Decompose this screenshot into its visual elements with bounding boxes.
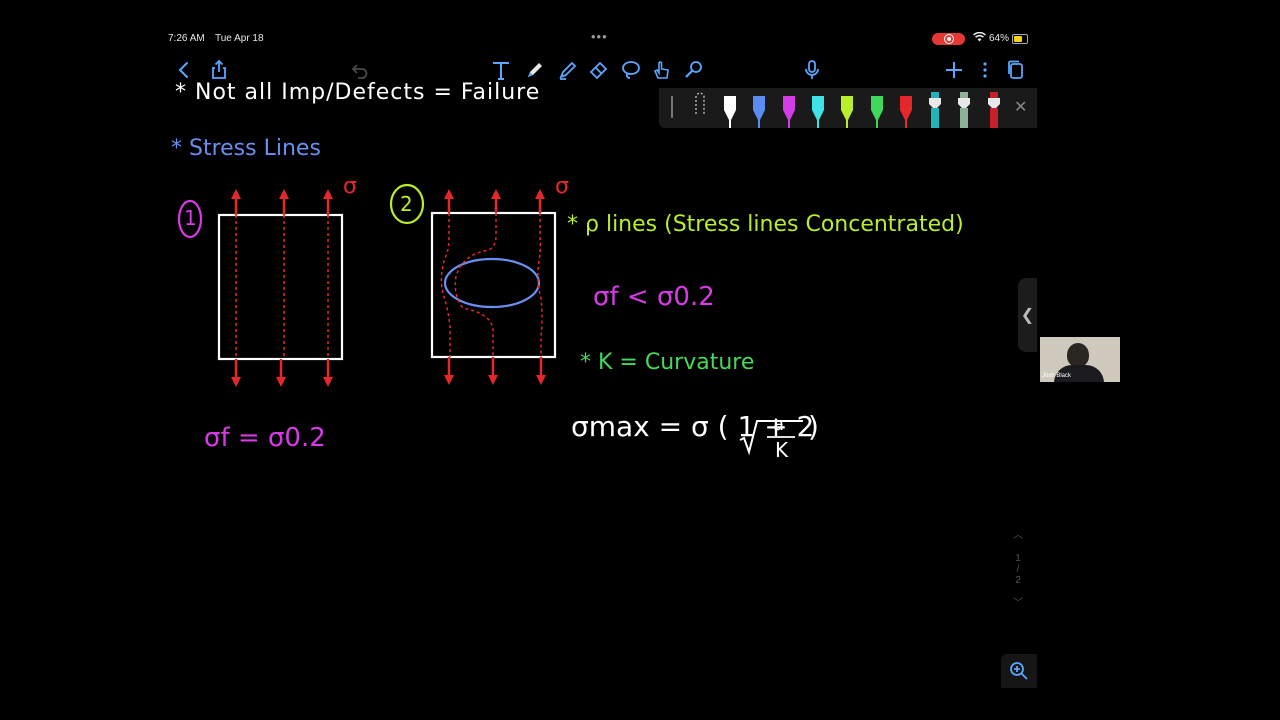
palette-divider: [671, 96, 673, 118]
page-total: 2: [1015, 575, 1021, 586]
battery-icon: [1012, 34, 1028, 44]
pen-lime[interactable]: [838, 90, 856, 128]
status-date: Tue Apr 18: [215, 33, 264, 44]
diagram-label-one: 1: [184, 206, 197, 230]
battery-percent: 64%: [989, 33, 1010, 44]
hand-pointer-icon[interactable]: [650, 58, 674, 82]
zoom-button[interactable]: [1001, 654, 1037, 688]
status-time: 7:26 AM: [168, 33, 205, 44]
add-icon[interactable]: [942, 58, 966, 82]
pen-magenta[interactable]: [780, 90, 798, 128]
sigma-label-one: σ: [343, 174, 357, 199]
more-icon[interactable]: [973, 58, 997, 82]
sqrt-sign: [739, 420, 803, 456]
video-thumbnail[interactable]: Josh Black: [1040, 337, 1120, 382]
pages-icon[interactable]: [1004, 58, 1028, 82]
curvature-note: * K = Curvature: [580, 350, 755, 375]
page-up-chevron-icon[interactable]: ︿: [1013, 530, 1023, 541]
inequality-note: σf < σ0.2: [593, 282, 715, 312]
equality-note: σf = σ0.2: [204, 423, 326, 453]
page-indicator: ︿ 1 / 2 ﹀: [1008, 526, 1028, 609]
pen-blue[interactable]: [750, 90, 768, 128]
top-note: * Not all Imp/Defects = Failure: [175, 80, 541, 105]
label-circle-one: [177, 199, 203, 239]
label-circle-two: [389, 183, 425, 225]
screen-recording-icon: [932, 33, 965, 45]
ipad-screen: 7:26 AM Tue Apr 18 ••• 64%: [163, 30, 1037, 688]
share-icon[interactable]: [207, 58, 231, 82]
page-down-chevron-icon[interactable]: ﹀: [1013, 598, 1023, 609]
pen-teal-highlighter[interactable]: [926, 90, 944, 128]
elliptical-defect: [443, 257, 541, 309]
close-palette-icon[interactable]: ✕: [1014, 99, 1028, 116]
undo-icon[interactable]: [348, 58, 372, 82]
note-stress-lines-concentrated: * ρ lines (Stress lines Concentrated): [567, 212, 964, 237]
pen-red[interactable]: [897, 90, 915, 128]
diagram-label-two: 2: [400, 192, 413, 216]
pen-palette: ✕: [659, 88, 1037, 128]
pen-cyan[interactable]: [809, 90, 827, 128]
formula-main: σmax = σ ( 1 + 2: [571, 410, 815, 443]
formula-numerator: a: [773, 414, 785, 435]
participant-body: [1054, 365, 1104, 382]
wifi-icon: [973, 31, 986, 45]
highlighter-tool-icon[interactable]: [556, 58, 580, 82]
eraser-tool-icon[interactable]: [587, 58, 611, 82]
participant-head: [1067, 343, 1089, 367]
specimen-box-one: [217, 213, 344, 361]
stress-arrows-one: [231, 189, 333, 387]
note-canvas[interactable]: * Not all Imp/Defects = Failure * Stress…: [163, 80, 1037, 688]
battery-fill: [1014, 36, 1022, 42]
multitasking-dots-icon[interactable]: •••: [591, 30, 608, 44]
text-tool-icon[interactable]: [489, 58, 513, 82]
zoom-icon: [1010, 662, 1028, 680]
formula-close-paren: ): [808, 410, 819, 443]
pen-tool-icon[interactable]: [523, 58, 547, 82]
lasso-tool-icon[interactable]: [619, 58, 643, 82]
sigma-label-two: σ: [555, 174, 569, 199]
page-separator: /: [1016, 564, 1020, 575]
formula-denominator: K: [775, 438, 789, 462]
microphone-icon[interactable]: [800, 58, 824, 82]
page-current: 1: [1015, 553, 1021, 564]
pen-red-highlighter[interactable]: [985, 90, 1003, 128]
laser-pointer-icon[interactable]: [682, 58, 706, 82]
participant-name: Josh Black: [1042, 373, 1072, 379]
drawing-layer: [177, 183, 803, 456]
heading-stress-lines: * Stress Lines: [171, 136, 321, 161]
pen-grey-green-highlighter[interactable]: [955, 90, 973, 128]
pen-white[interactable]: [721, 90, 739, 128]
chevron-left-icon: ❮: [1020, 307, 1035, 324]
status-bar: 7:26 AM Tue Apr 18 ••• 64%: [163, 30, 1037, 48]
toolbar: [163, 54, 1037, 86]
lasso-ruler-icon[interactable]: [691, 90, 709, 128]
stress-arrows-two: [440, 189, 546, 385]
sidebar-toggle[interactable]: ❮: [1018, 278, 1037, 352]
pen-green[interactable]: [868, 90, 886, 128]
back-chevron-icon[interactable]: [172, 58, 196, 82]
